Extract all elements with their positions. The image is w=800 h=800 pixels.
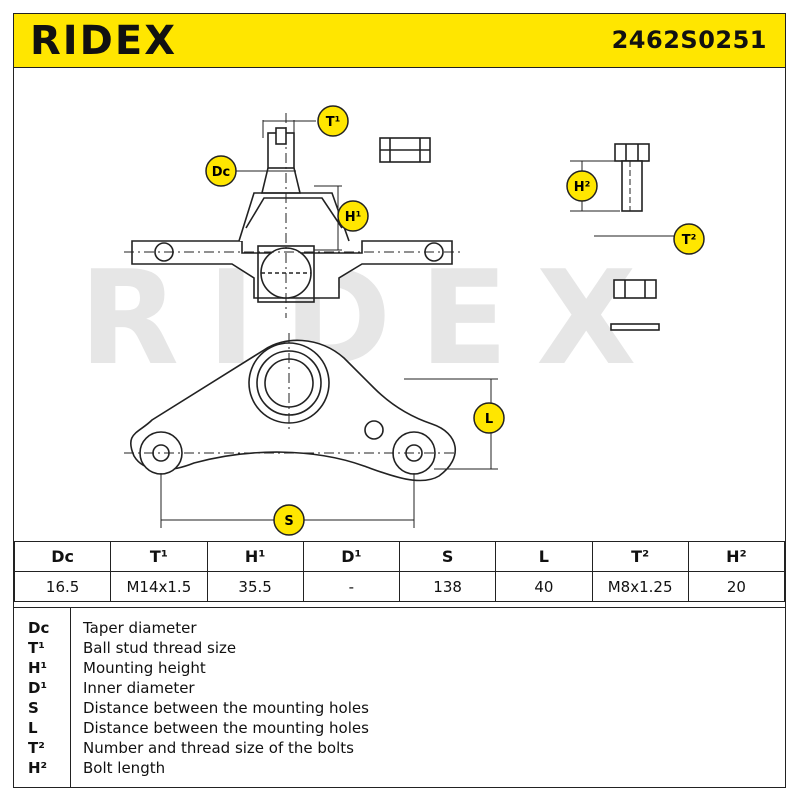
svg-text:T²: T² bbox=[682, 233, 697, 248]
svg-text:Dc: Dc bbox=[212, 165, 231, 180]
legend-key: T² bbox=[28, 739, 45, 757]
header-l: L bbox=[495, 541, 593, 572]
specs-header-row: Dc T¹ H¹ D¹ S L T² H² bbox=[13, 541, 786, 572]
header-s: S bbox=[398, 541, 497, 572]
h1-callout: H¹ bbox=[337, 200, 369, 232]
legend-key: H¹ bbox=[28, 659, 48, 677]
legend-desc: Taper diameter bbox=[83, 619, 197, 637]
legend-key: D¹ bbox=[28, 679, 48, 697]
legend-item: Dc Taper diameter bbox=[14, 618, 785, 638]
legend: Dc Taper diameter T¹ Ball stud thread si… bbox=[14, 607, 785, 788]
legend-item: H¹ Mounting height bbox=[14, 658, 785, 678]
header-bar: RIDEX 2462S0251 bbox=[14, 14, 785, 68]
technical-drawing: RIDEX bbox=[79, 105, 705, 536]
legend-key: H² bbox=[28, 759, 48, 777]
bolt-icon bbox=[614, 143, 650, 212]
value-h2: 20 bbox=[687, 571, 786, 602]
value-dc: 16.5 bbox=[13, 571, 112, 602]
header-t1: T¹ bbox=[110, 541, 208, 572]
legend-key: S bbox=[28, 699, 39, 717]
header-d1: D¹ bbox=[302, 541, 401, 572]
castle-nut-icon bbox=[379, 137, 431, 163]
t2-callout: T² bbox=[673, 223, 705, 255]
value-s: 138 bbox=[398, 571, 497, 602]
value-t1: M14x1.5 bbox=[110, 571, 208, 602]
legend-key: Dc bbox=[28, 619, 50, 637]
legend-key: T¹ bbox=[28, 639, 45, 657]
washer-icon bbox=[610, 323, 660, 331]
value-l: 40 bbox=[495, 571, 593, 602]
legend-desc: Ball stud thread size bbox=[83, 639, 237, 657]
h2-dimension bbox=[570, 160, 674, 237]
value-d1: - bbox=[302, 571, 401, 602]
value-t2: M8x1.25 bbox=[591, 571, 689, 602]
legend-item: T¹ Ball stud thread size bbox=[14, 638, 785, 658]
l-callout: L bbox=[473, 402, 505, 434]
ball-joint-side-view bbox=[124, 113, 464, 318]
part-number: 2462S0251 bbox=[611, 26, 767, 54]
header-h1: H¹ bbox=[206, 541, 304, 572]
header-t2: T² bbox=[591, 541, 689, 572]
ridex-logo: RIDEX bbox=[30, 20, 177, 60]
svg-text:H¹: H¹ bbox=[345, 210, 362, 225]
svg-text:L: L bbox=[485, 412, 493, 427]
legend-desc: Distance between the mounting holes bbox=[83, 699, 369, 717]
legend-desc: Bolt length bbox=[83, 759, 166, 777]
specs-table: Dc T¹ H¹ D¹ S L T² H² 16.5 M14x1.5 35.5 … bbox=[13, 541, 786, 602]
t1-callout: T¹ bbox=[317, 105, 349, 137]
legend-item: L Distance between the mounting holes bbox=[14, 718, 785, 738]
ball-joint-top-view bbox=[124, 333, 456, 482]
legend-item: S Distance between the mounting holes bbox=[14, 698, 785, 718]
header-dc: Dc bbox=[13, 541, 112, 572]
legend-desc: Number and thread size of the bolts bbox=[83, 739, 354, 757]
legend-item: H² Bolt length bbox=[14, 758, 785, 778]
legend-item: D¹ Inner diameter bbox=[14, 678, 785, 698]
legend-divider bbox=[70, 608, 71, 788]
specs-value-row: 16.5 M14x1.5 35.5 - 138 40 M8x1.25 20 bbox=[13, 571, 786, 602]
h2-callout: H² bbox=[566, 170, 598, 202]
svg-text:S: S bbox=[284, 514, 293, 529]
s-callout: S bbox=[273, 504, 305, 536]
header-h2: H² bbox=[687, 541, 786, 572]
svg-text:T¹: T¹ bbox=[326, 115, 341, 130]
datasheet: RIDEX 2462S0251 RIDEX bbox=[13, 13, 786, 788]
legend-desc: Distance between the mounting holes bbox=[83, 719, 369, 737]
t1-dimension bbox=[262, 120, 316, 138]
legend-desc: Mounting height bbox=[83, 659, 206, 677]
legend-item: T² Number and thread size of the bolts bbox=[14, 738, 785, 758]
legend-desc: Inner diameter bbox=[83, 679, 195, 697]
legend-key: L bbox=[28, 719, 38, 737]
svg-text:H²: H² bbox=[574, 180, 591, 195]
dc-callout: Dc bbox=[205, 155, 237, 187]
value-h1: 35.5 bbox=[206, 571, 304, 602]
svg-text:RIDEX: RIDEX bbox=[30, 20, 177, 60]
hex-nut-icon bbox=[613, 279, 657, 299]
